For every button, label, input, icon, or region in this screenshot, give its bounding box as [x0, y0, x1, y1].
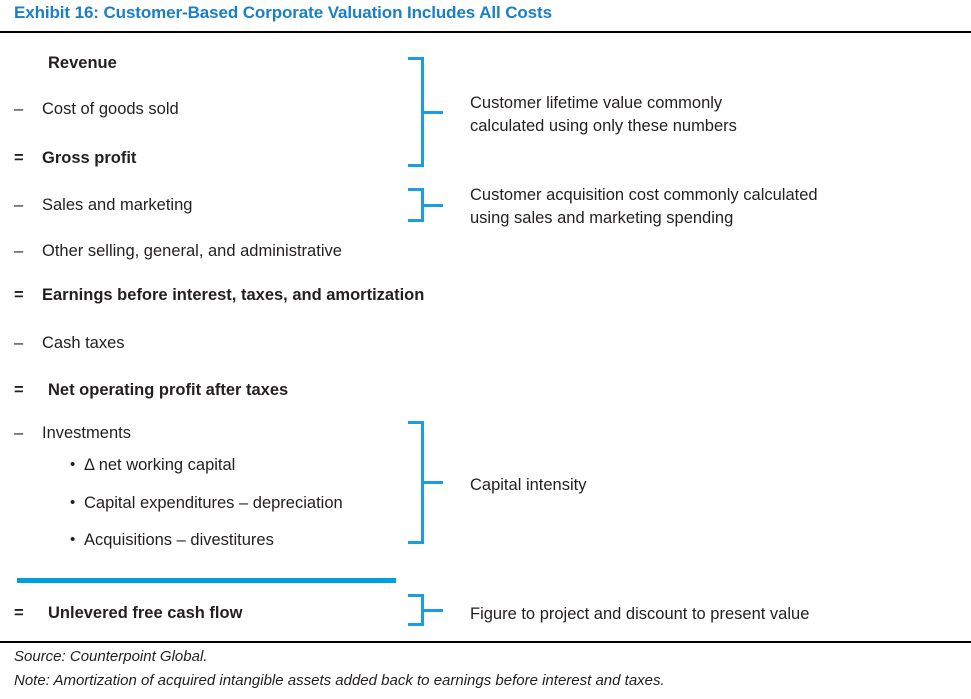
sub-item-label: Δ net working capital — [84, 456, 236, 474]
footer-divider-rule — [0, 641, 971, 643]
operator-symbol: – — [14, 195, 24, 214]
line-item-label: Investments — [42, 423, 131, 442]
source-note: Source: Counterpoint Global. — [14, 648, 208, 665]
operator-symbol: = — [14, 380, 24, 399]
annotation-unlevered-free-cash-flow: Figure to project and discount to presen… — [470, 605, 810, 623]
line-item-label: Other selling, general, and administrati… — [42, 241, 342, 260]
line-item-label: Revenue — [48, 53, 117, 72]
line-item-label: Cash taxes — [42, 333, 125, 352]
line-item-label: Cost of goods sold — [42, 99, 179, 118]
cac-bracket-tick-icon — [421, 203, 443, 207]
operator-symbol: = — [14, 148, 24, 167]
line-item-label: Sales and marketing — [42, 195, 193, 214]
operator-symbol: – — [14, 423, 24, 442]
operator-symbol: = — [14, 603, 24, 622]
sub-item-label: Acquisitions – divestitures — [84, 531, 274, 549]
sub-item-label: Capital expenditures – depreciation — [84, 494, 343, 512]
cac-bracket-icon — [408, 188, 443, 222]
line-item-label: Unlevered free cash flow — [48, 603, 243, 622]
bullet-icon: • — [70, 456, 76, 473]
exhibit-title: Exhibit 16: Customer-Based Corporate Val… — [14, 3, 552, 22]
line-item-label: Earnings before interest, taxes, and amo… — [42, 285, 425, 304]
annotation-capital-intensity: Capital intensity — [470, 476, 587, 494]
bullet-icon: • — [70, 531, 76, 548]
operator-symbol: – — [14, 241, 24, 260]
operator-symbol: – — [14, 333, 24, 352]
line-item-label: Gross profit — [42, 148, 137, 167]
ufcf-bracket-icon — [408, 594, 443, 626]
ufcf-bracket-tick-icon — [421, 608, 443, 612]
capital-intensity-bracket-icon — [408, 421, 443, 544]
line-item-label: Net operating profit after taxes — [48, 380, 289, 399]
bullet-icon: • — [70, 494, 76, 511]
operator-symbol: = — [14, 285, 24, 304]
clv-bracket-tick-icon — [421, 110, 443, 114]
clv-bracket-icon — [408, 57, 443, 167]
operator-symbol: – — [14, 99, 24, 118]
annotation-customer-lifetime-value: Customer lifetime value commonly calcula… — [470, 94, 737, 135]
annotation-customer-acquisition-cost: Customer acquisition cost commonly calcu… — [470, 186, 818, 227]
title-divider-rule — [0, 31, 971, 33]
total-underline-rule — [17, 578, 396, 583]
capital-intensity-bracket-tick-icon — [421, 481, 443, 484]
explanatory-note: Note: Amortization of acquired intangibl… — [14, 672, 665, 689]
